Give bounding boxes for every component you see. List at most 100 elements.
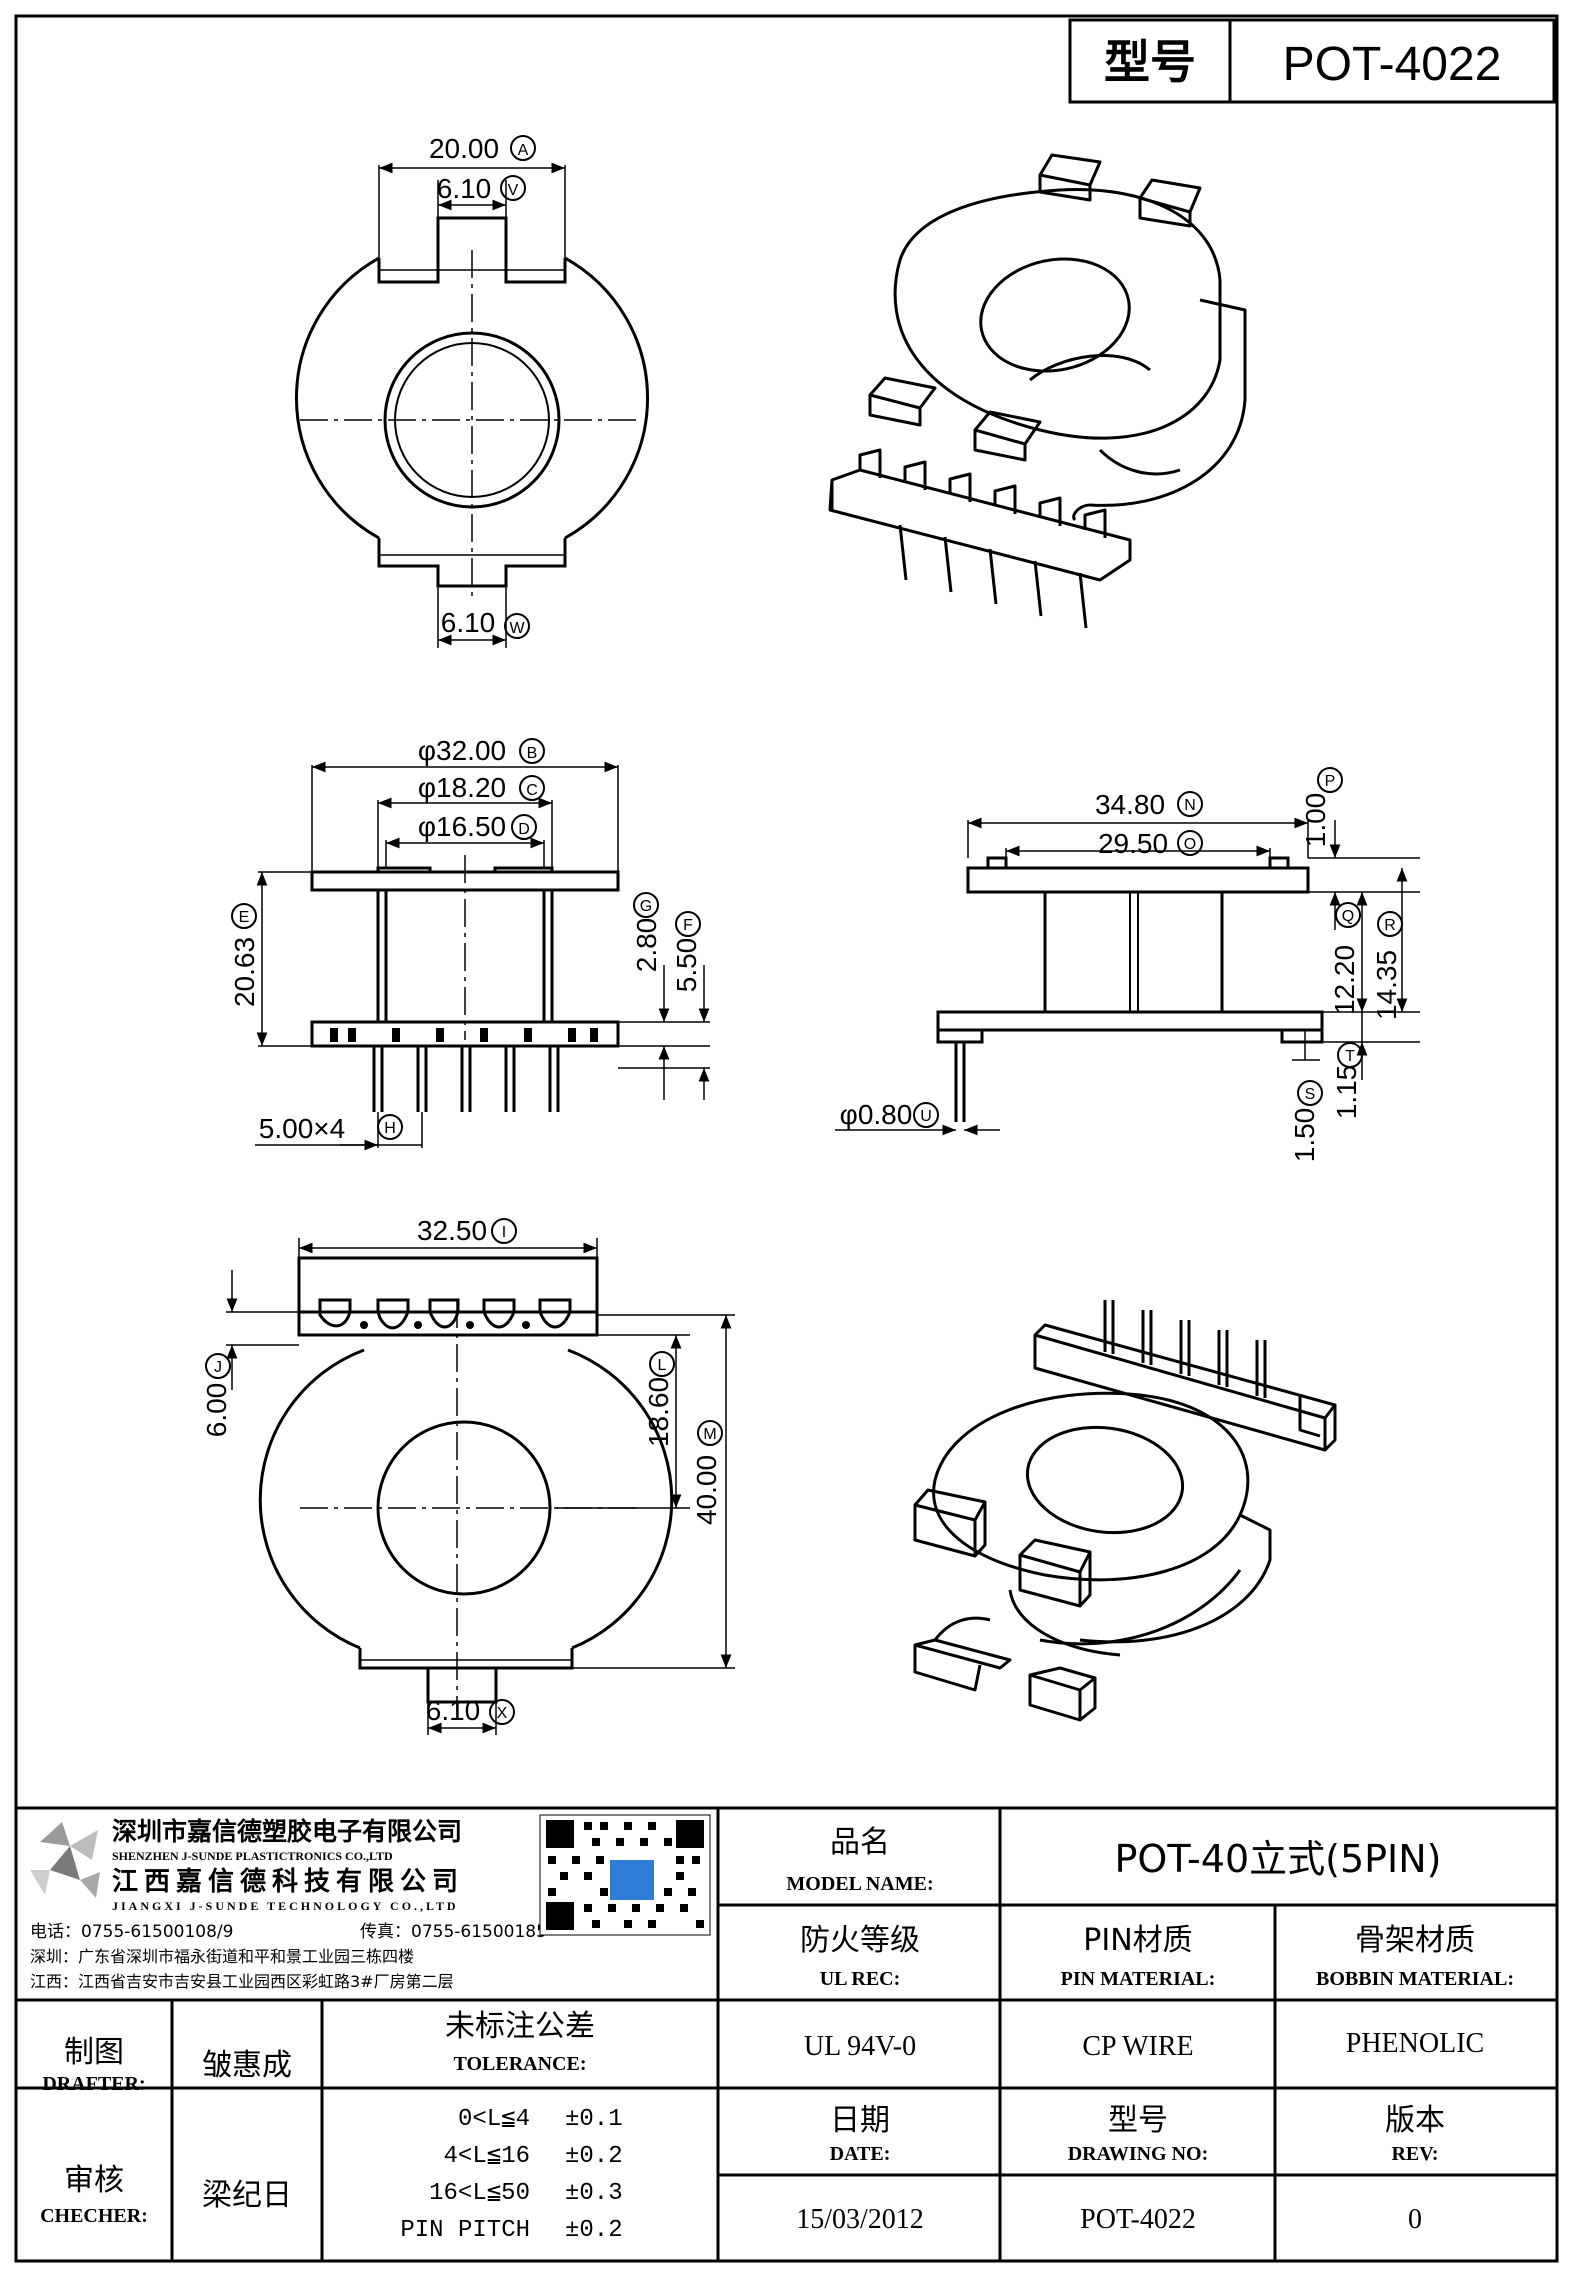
dim-side-r: 14.35 xyxy=(1371,950,1402,1020)
marker-a: A xyxy=(518,142,529,159)
ul-value: UL 94V-0 xyxy=(804,2031,916,2062)
bobbin-material-value: PHENOLIC xyxy=(1346,2028,1484,2059)
company-name2-cn: 江西嘉信德科技有限公司 xyxy=(112,1867,464,1897)
product-name-cn: 品名 xyxy=(830,1825,890,1860)
marker-v: V xyxy=(508,182,519,199)
header-model-box: 型号 POT-4022 xyxy=(1068,18,1556,104)
dim-inner-dia: φ16.50 xyxy=(418,811,506,842)
rev-en: REV: xyxy=(1391,2143,1438,2165)
company-fax: 传真：0755-61500185 xyxy=(360,1922,547,1942)
header-model-value: POT-4022 xyxy=(1283,38,1502,91)
marker-p: P xyxy=(1325,773,1336,790)
marker-n: N xyxy=(1184,797,1196,814)
product-name-value: POT-40立式(5PIN) xyxy=(1115,1837,1442,1881)
marker-t: T xyxy=(1345,1048,1355,1065)
date-value: 15/03/2012 xyxy=(796,2204,924,2235)
company-logo xyxy=(30,1822,100,1898)
bottom-view xyxy=(226,1238,735,1735)
iso-view-top xyxy=(828,153,1247,629)
tolerance-range-1: 0<L≦4 xyxy=(458,2106,530,2133)
dim-height-total: 20.63 xyxy=(229,937,260,1007)
drafter-cn: 制图 xyxy=(64,2035,124,2070)
dim-side-t: 1.15 xyxy=(1331,1065,1362,1120)
tolerance-value-2: ±0.2 xyxy=(565,2143,623,2170)
drawing-no-cn: 型号 xyxy=(1108,2103,1168,2138)
dim-mid-dia: φ18.20 xyxy=(418,772,506,803)
bottom-view-pin-dots xyxy=(360,1321,530,1329)
marker-r: R xyxy=(1384,917,1396,934)
marker-i: I xyxy=(502,1224,506,1241)
company-name-cn: 深圳市嘉信德塑胶电子有限公司 xyxy=(112,1817,462,1846)
checker-name: 梁纪日 xyxy=(202,2178,292,2213)
dim-side-s: 1.50 xyxy=(1289,1108,1320,1163)
dim-bottom-slot: 6.10 xyxy=(441,607,496,638)
dim-bottom-l: 18.60 xyxy=(643,1377,674,1447)
pin-material-cn: PIN材质 xyxy=(1083,1923,1192,1958)
dim-side-width: 34.80 xyxy=(1095,789,1165,820)
dim-bottom-m: 40.00 xyxy=(691,1455,722,1525)
front-flange-slots xyxy=(330,1028,598,1042)
dim-bottom-width: 32.50 xyxy=(417,1215,487,1246)
tolerance-value-4: ±0.2 xyxy=(565,2217,623,2244)
date-cn: 日期 xyxy=(830,2103,890,2138)
pin-material-value: CP WIRE xyxy=(1082,2031,1193,2062)
iso-view-bottom xyxy=(913,1300,1337,1722)
drafter-name: 皱惠成 xyxy=(202,2048,292,2083)
marker-u: U xyxy=(920,1108,932,1125)
company-name2-en: JIANGXI J-SUNDE TECHNOLOGY CO.,LTD xyxy=(112,1899,459,1913)
tolerance-cn: 未标注公差 xyxy=(445,2009,595,2044)
dim-outer-dia: φ32.00 xyxy=(418,735,506,766)
tolerance-en: TOLERANCE: xyxy=(454,2053,587,2075)
marker-h: H xyxy=(384,1120,396,1137)
checker-cn: 审核 xyxy=(64,2163,124,2198)
dim-bottom-j: 6.00 xyxy=(201,1383,232,1438)
company-name-en: SHENZHEN J-SUNDE PLASTICTRONICS CO.,LTD xyxy=(112,1849,393,1863)
date-en: DATE: xyxy=(830,2143,891,2165)
bobbin-material-cn: 骨架材质 xyxy=(1355,1923,1475,1958)
marker-d: D xyxy=(518,821,530,838)
checker-en: CHECHER: xyxy=(40,2205,148,2227)
dim-side-inner: 29.50 xyxy=(1098,828,1168,859)
company-address-jx: 江西：江西省吉安市吉安县工业园西区彩虹路3#厂房第二层 xyxy=(30,1972,454,1991)
company-address-sz: 深圳：广东省深圳市福永街道和平和景工业园三栋四楼 xyxy=(30,1947,414,1966)
ul-rec-en: UL REC: xyxy=(820,1968,901,1990)
tolerance-value-3: ±0.3 xyxy=(565,2180,623,2207)
dim-top-width: 20.00 xyxy=(429,133,499,164)
marker-g: G xyxy=(640,898,652,915)
pin-material-en: PIN MATERIAL: xyxy=(1061,1968,1216,1990)
ul-rec-cn: 防火等级 xyxy=(800,1923,920,1958)
tolerance-range-3: 16<L≦50 xyxy=(429,2180,530,2207)
dim-side-p: 1.00 xyxy=(1300,793,1331,848)
drawing-no-en: DRAWING NO: xyxy=(1068,2143,1209,2165)
rev-cn: 版本 xyxy=(1385,2103,1445,2138)
company-phone: 电话：0755-61500108/9 xyxy=(30,1922,233,1942)
front-view xyxy=(255,761,710,1151)
bobbin-material-en: BOBBIN MATERIAL: xyxy=(1316,1968,1514,1990)
marker-w: W xyxy=(509,620,525,637)
title-block-frame xyxy=(16,1806,1557,2261)
marker-x: X xyxy=(497,1705,508,1722)
header-model-label: 型号 xyxy=(1104,35,1196,89)
qr-code xyxy=(539,1814,711,1936)
marker-e: E xyxy=(239,909,250,926)
top-view xyxy=(295,162,649,648)
dim-flange-f: 5.50 xyxy=(671,938,702,993)
tolerance-value-1: ±0.1 xyxy=(565,2106,623,2133)
tolerance-range-4: PIN PITCH xyxy=(400,2217,530,2244)
marker-m: M xyxy=(703,1426,716,1443)
tolerance-range-2: 4<L≦16 xyxy=(444,2143,530,2170)
marker-s: S xyxy=(1305,1086,1316,1103)
rev-value: 0 xyxy=(1408,2204,1422,2235)
side-view xyxy=(835,817,1420,1136)
marker-b: B xyxy=(527,745,538,762)
marker-c: C xyxy=(526,782,538,799)
marker-q: Q xyxy=(1342,908,1354,925)
dim-side-q: 12.20 xyxy=(1329,945,1360,1015)
dim-pitch: 5.00×4 xyxy=(259,1113,345,1144)
drafter-en: DRAFTER: xyxy=(42,2073,145,2095)
marker-j: J xyxy=(214,1359,222,1376)
marker-o: O xyxy=(1184,836,1196,853)
marker-l: L xyxy=(658,1357,667,1374)
product-name-en: MODEL NAME: xyxy=(786,1873,933,1895)
